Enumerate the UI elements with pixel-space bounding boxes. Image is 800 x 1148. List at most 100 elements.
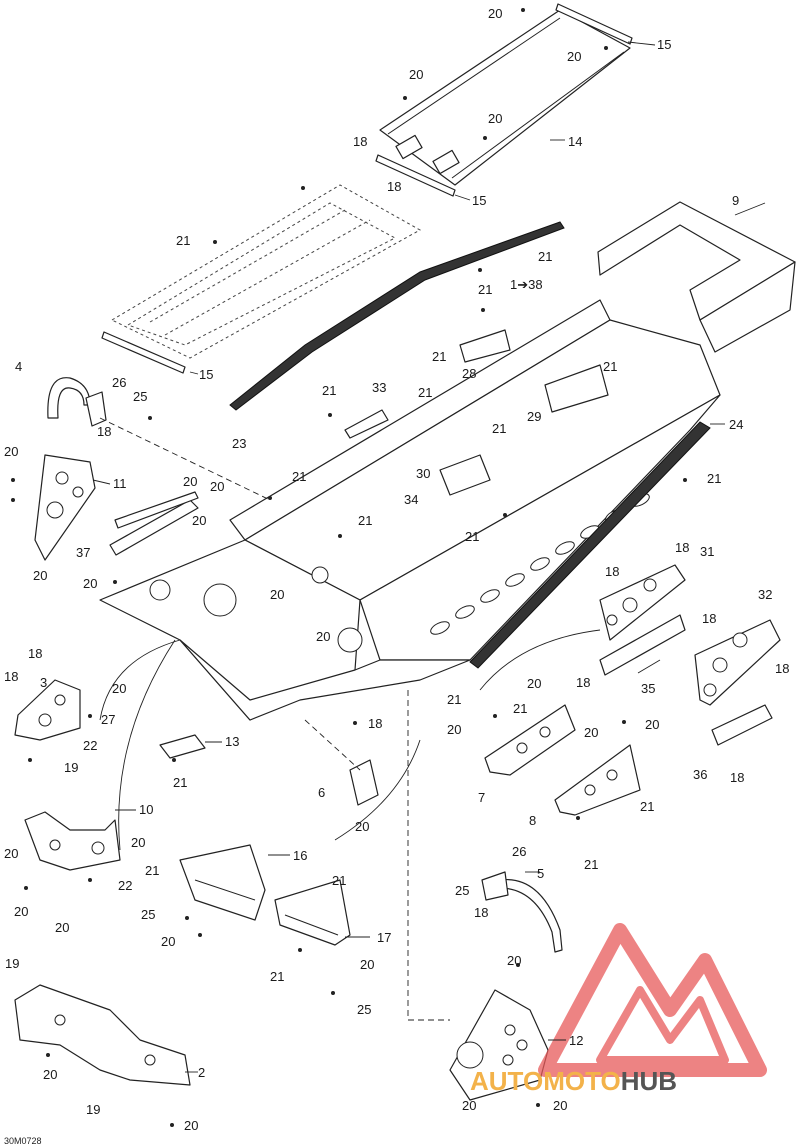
callout-20: 20 (131, 835, 146, 850)
callout-18: 18 (702, 611, 717, 626)
part-7-bracket (484, 704, 576, 776)
drawing-code: 30M0728 (4, 1136, 42, 1146)
callout-21: 21 (418, 385, 433, 400)
callout-21: 21 (270, 969, 285, 984)
callout-23: 23 (232, 436, 247, 451)
callout-21: 21 (492, 421, 507, 436)
callout-20: 20 (210, 479, 225, 494)
callout-32: 32 (758, 587, 773, 602)
callout-20: 20 (645, 717, 660, 732)
watermark-brand-part2: HUB (620, 1066, 678, 1096)
leader-lines (92, 41, 766, 1073)
callout-20: 20 (14, 904, 29, 919)
part-4-plate (85, 391, 107, 427)
callout-20: 20 (4, 444, 19, 459)
callout-20: 20 (447, 722, 462, 737)
callout-18: 18 (368, 716, 383, 731)
callout-36: 36 (693, 767, 708, 782)
callout-21: 21 (322, 383, 337, 398)
callout-17: 17 (377, 930, 392, 945)
callout-1-to-38: 1➔38 (510, 277, 543, 292)
callout-37: 37 (76, 545, 91, 560)
watermark-logo-mark (538, 923, 767, 1077)
callout-18: 18 (353, 134, 368, 149)
callout-26: 26 (512, 844, 527, 859)
callout-20: 20 (488, 111, 503, 126)
callout-18: 18 (576, 675, 591, 690)
callout-20: 20 (4, 846, 19, 861)
callout-21: 21 (465, 529, 480, 544)
callout-27: 27 (101, 712, 116, 727)
callout-20: 20 (192, 513, 207, 528)
callout-31: 31 (700, 544, 715, 559)
callout-20: 20 (462, 1098, 477, 1113)
callout-20: 20 (161, 934, 176, 949)
callout-21: 21 (513, 701, 528, 716)
part-30-bracket (439, 454, 491, 496)
callout-20: 20 (183, 474, 198, 489)
part-35-channel (599, 614, 686, 676)
callout-22: 22 (118, 878, 133, 893)
callout-16: 16 (293, 848, 308, 863)
callout-18: 18 (28, 646, 43, 661)
part-14-top-panel (379, 9, 631, 186)
callout-21: 21 (478, 282, 493, 297)
callout-24: 24 (729, 417, 744, 432)
part-23-left-rail (229, 221, 565, 411)
callout-21: 21 (332, 873, 347, 888)
part-5-grab-bar (499, 879, 563, 953)
callout-18: 18 (730, 770, 745, 785)
callout-20: 20 (584, 725, 599, 740)
callout-15: 15 (657, 37, 672, 52)
callout-21: 21 (584, 857, 599, 872)
callout-19: 19 (64, 760, 79, 775)
callout-5: 5 (537, 866, 545, 881)
callout-29: 29 (527, 409, 542, 424)
callout-20: 20 (360, 957, 375, 972)
callout-20: 20 (567, 49, 582, 64)
part-29-bracket (544, 364, 609, 413)
watermark-brand-part1: AUTOMOTO (470, 1066, 621, 1096)
callout-20: 20 (55, 920, 70, 935)
callout-21: 21 (358, 513, 373, 528)
dashed-floor-panel (110, 184, 422, 359)
part-33-bracket (344, 409, 389, 439)
callout-3: 3 (40, 675, 48, 690)
callout-21: 21 (447, 692, 462, 707)
callout-18: 18 (4, 669, 19, 684)
part-28-bracket (459, 329, 511, 363)
callout-8: 8 (529, 813, 537, 828)
watermark-brand-text: AUTOMOTOHUB (470, 1066, 677, 1097)
callout-21: 21 (707, 471, 722, 486)
callout-21: 21 (640, 799, 655, 814)
part-16-bracket (179, 844, 266, 921)
part-2-bracket (14, 984, 191, 1086)
callout-22: 22 (83, 738, 98, 753)
callout-15: 15 (199, 367, 214, 382)
callout-30: 30 (416, 466, 431, 481)
callout-15: 15 (472, 193, 487, 208)
callout-19: 19 (5, 956, 20, 971)
callout-18: 18 (775, 661, 790, 676)
callout-4: 4 (15, 359, 23, 374)
callout-6: 6 (318, 785, 326, 800)
callout-9: 9 (732, 193, 740, 208)
callout-12: 12 (569, 1033, 584, 1048)
callout-18: 18 (675, 540, 690, 555)
part-24-right-rail (469, 421, 711, 669)
callout-34: 34 (404, 492, 419, 507)
callout-21: 21 (292, 469, 307, 484)
callout-19: 19 (86, 1102, 101, 1117)
part-15-top-rail (555, 3, 633, 45)
callout-18: 18 (387, 179, 402, 194)
part-11-plate (34, 454, 96, 561)
callout-20: 20 (527, 676, 542, 691)
part-13-bracket (159, 734, 206, 759)
callout-18: 18 (474, 905, 489, 920)
part-9-rear-bracket (597, 201, 796, 353)
part-36-channel (711, 704, 773, 746)
callout-14: 14 (568, 134, 583, 149)
callout-21: 21 (173, 775, 188, 790)
part-15-bottom-rail (101, 331, 186, 374)
